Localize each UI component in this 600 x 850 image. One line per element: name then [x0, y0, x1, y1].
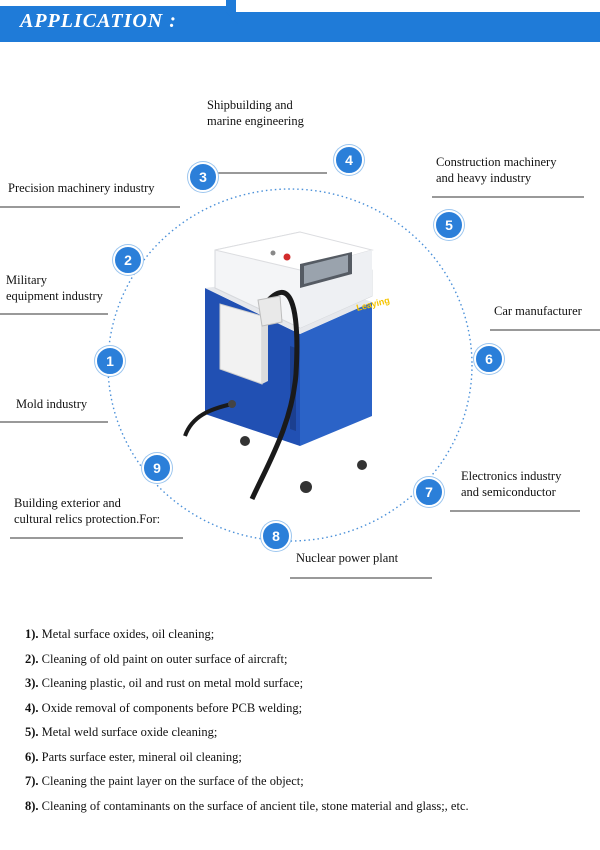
- node-7: 7: [414, 477, 444, 507]
- label-line: Electronics industry: [461, 469, 562, 483]
- label-line: and heavy industry: [436, 171, 532, 185]
- list-item: 7). Cleaning the paint layer on the surf…: [25, 773, 585, 798]
- list-item: 3). Cleaning plastic, oil and rust on me…: [25, 675, 585, 700]
- list-item: 2). Cleaning of old paint on outer surfa…: [25, 651, 585, 676]
- laser-cleaning-machine-illustration: [183, 231, 374, 501]
- list-item-text: Parts surface ester, mineral oil cleanin…: [38, 749, 242, 764]
- list-item-number: 1).: [25, 627, 39, 641]
- node-5: 5: [434, 210, 464, 240]
- list-item-text: Cleaning plastic, oil and rust on metal …: [38, 676, 304, 690]
- list-item-text: Oxide removal of components before PCB w…: [38, 700, 303, 715]
- label-line: equipment industry: [6, 289, 103, 303]
- label-line: Shipbuilding and: [207, 98, 293, 112]
- list-item-number: 5).: [25, 725, 39, 739]
- label-line: Military: [6, 273, 47, 287]
- list-item: 6). Parts surface ester, mineral oil cle…: [25, 749, 585, 774]
- label-construction-machinery: Construction machinery and heavy industr…: [436, 154, 556, 186]
- label-nuclear-power: Nuclear power plant: [296, 551, 399, 565]
- node-1: 1: [95, 346, 125, 376]
- list-item-number: 8).: [25, 798, 39, 813]
- list-item-text: Metal surface oxides, oil cleaning;: [38, 627, 215, 641]
- node-8: 8: [261, 521, 291, 551]
- node-6: 6: [474, 344, 504, 374]
- list-item-text: Cleaning of contaminants on the surface …: [38, 798, 469, 813]
- page-title: APPLICATION :: [20, 10, 177, 32]
- node-2: 2: [113, 245, 143, 275]
- list-item-number: 7).: [25, 774, 39, 788]
- banner-shape: [0, 0, 600, 42]
- list-item-number: 4).: [25, 700, 39, 715]
- list-item-number: 2).: [25, 651, 39, 666]
- application-list: 1). Metal surface oxides, oil cleaning; …: [25, 626, 585, 822]
- node-9: 9: [142, 453, 172, 483]
- label-line: Building exterior and: [14, 496, 121, 510]
- label-line: and semiconductor: [461, 485, 556, 499]
- list-item: 5). Metal weld surface oxide cleaning;: [25, 724, 585, 749]
- list-item-number: 6).: [25, 749, 39, 764]
- list-item: 8). Cleaning of contaminants on the surf…: [25, 798, 585, 823]
- label-car-manufacturer: Car manufacturer: [494, 304, 582, 318]
- header-banner: APPLICATION :: [0, 0, 600, 44]
- node-3: 3: [188, 162, 218, 192]
- label-line: marine engineering: [207, 114, 304, 128]
- list-item-text: Cleaning the paint layer on the surface …: [38, 774, 304, 788]
- application-diagram: Leaying 1 2 3 4 5 6 7 8 9 Mold industry …: [0, 44, 600, 604]
- label-line: cultural relics protection.For:: [14, 512, 161, 526]
- list-item: 1). Metal surface oxides, oil cleaning;: [25, 626, 585, 651]
- label-shipbuilding: Shipbuilding and marine engineering: [207, 97, 304, 129]
- list-item-number: 3).: [25, 676, 39, 690]
- label-precision-machinery: Precision machinery industry: [8, 181, 155, 195]
- label-line: Construction machinery: [436, 155, 557, 169]
- label-electronics: Electronics industry and semiconductor: [461, 468, 561, 500]
- node-4: 4: [334, 145, 364, 175]
- label-building-exterior: Building exterior and cultural relics pr…: [14, 495, 160, 527]
- diagram-graphics: [0, 172, 600, 579]
- list-item-text: Cleaning of old paint on outer surface o…: [38, 651, 288, 666]
- label-military: Military equipment industry: [6, 272, 103, 304]
- list-item-text: Metal weld surface oxide cleaning;: [38, 725, 218, 739]
- label-mold-industry: Mold industry: [16, 397, 88, 411]
- list-item: 4). Oxide removal of components before P…: [25, 700, 585, 725]
- connection-circle: [107, 188, 473, 542]
